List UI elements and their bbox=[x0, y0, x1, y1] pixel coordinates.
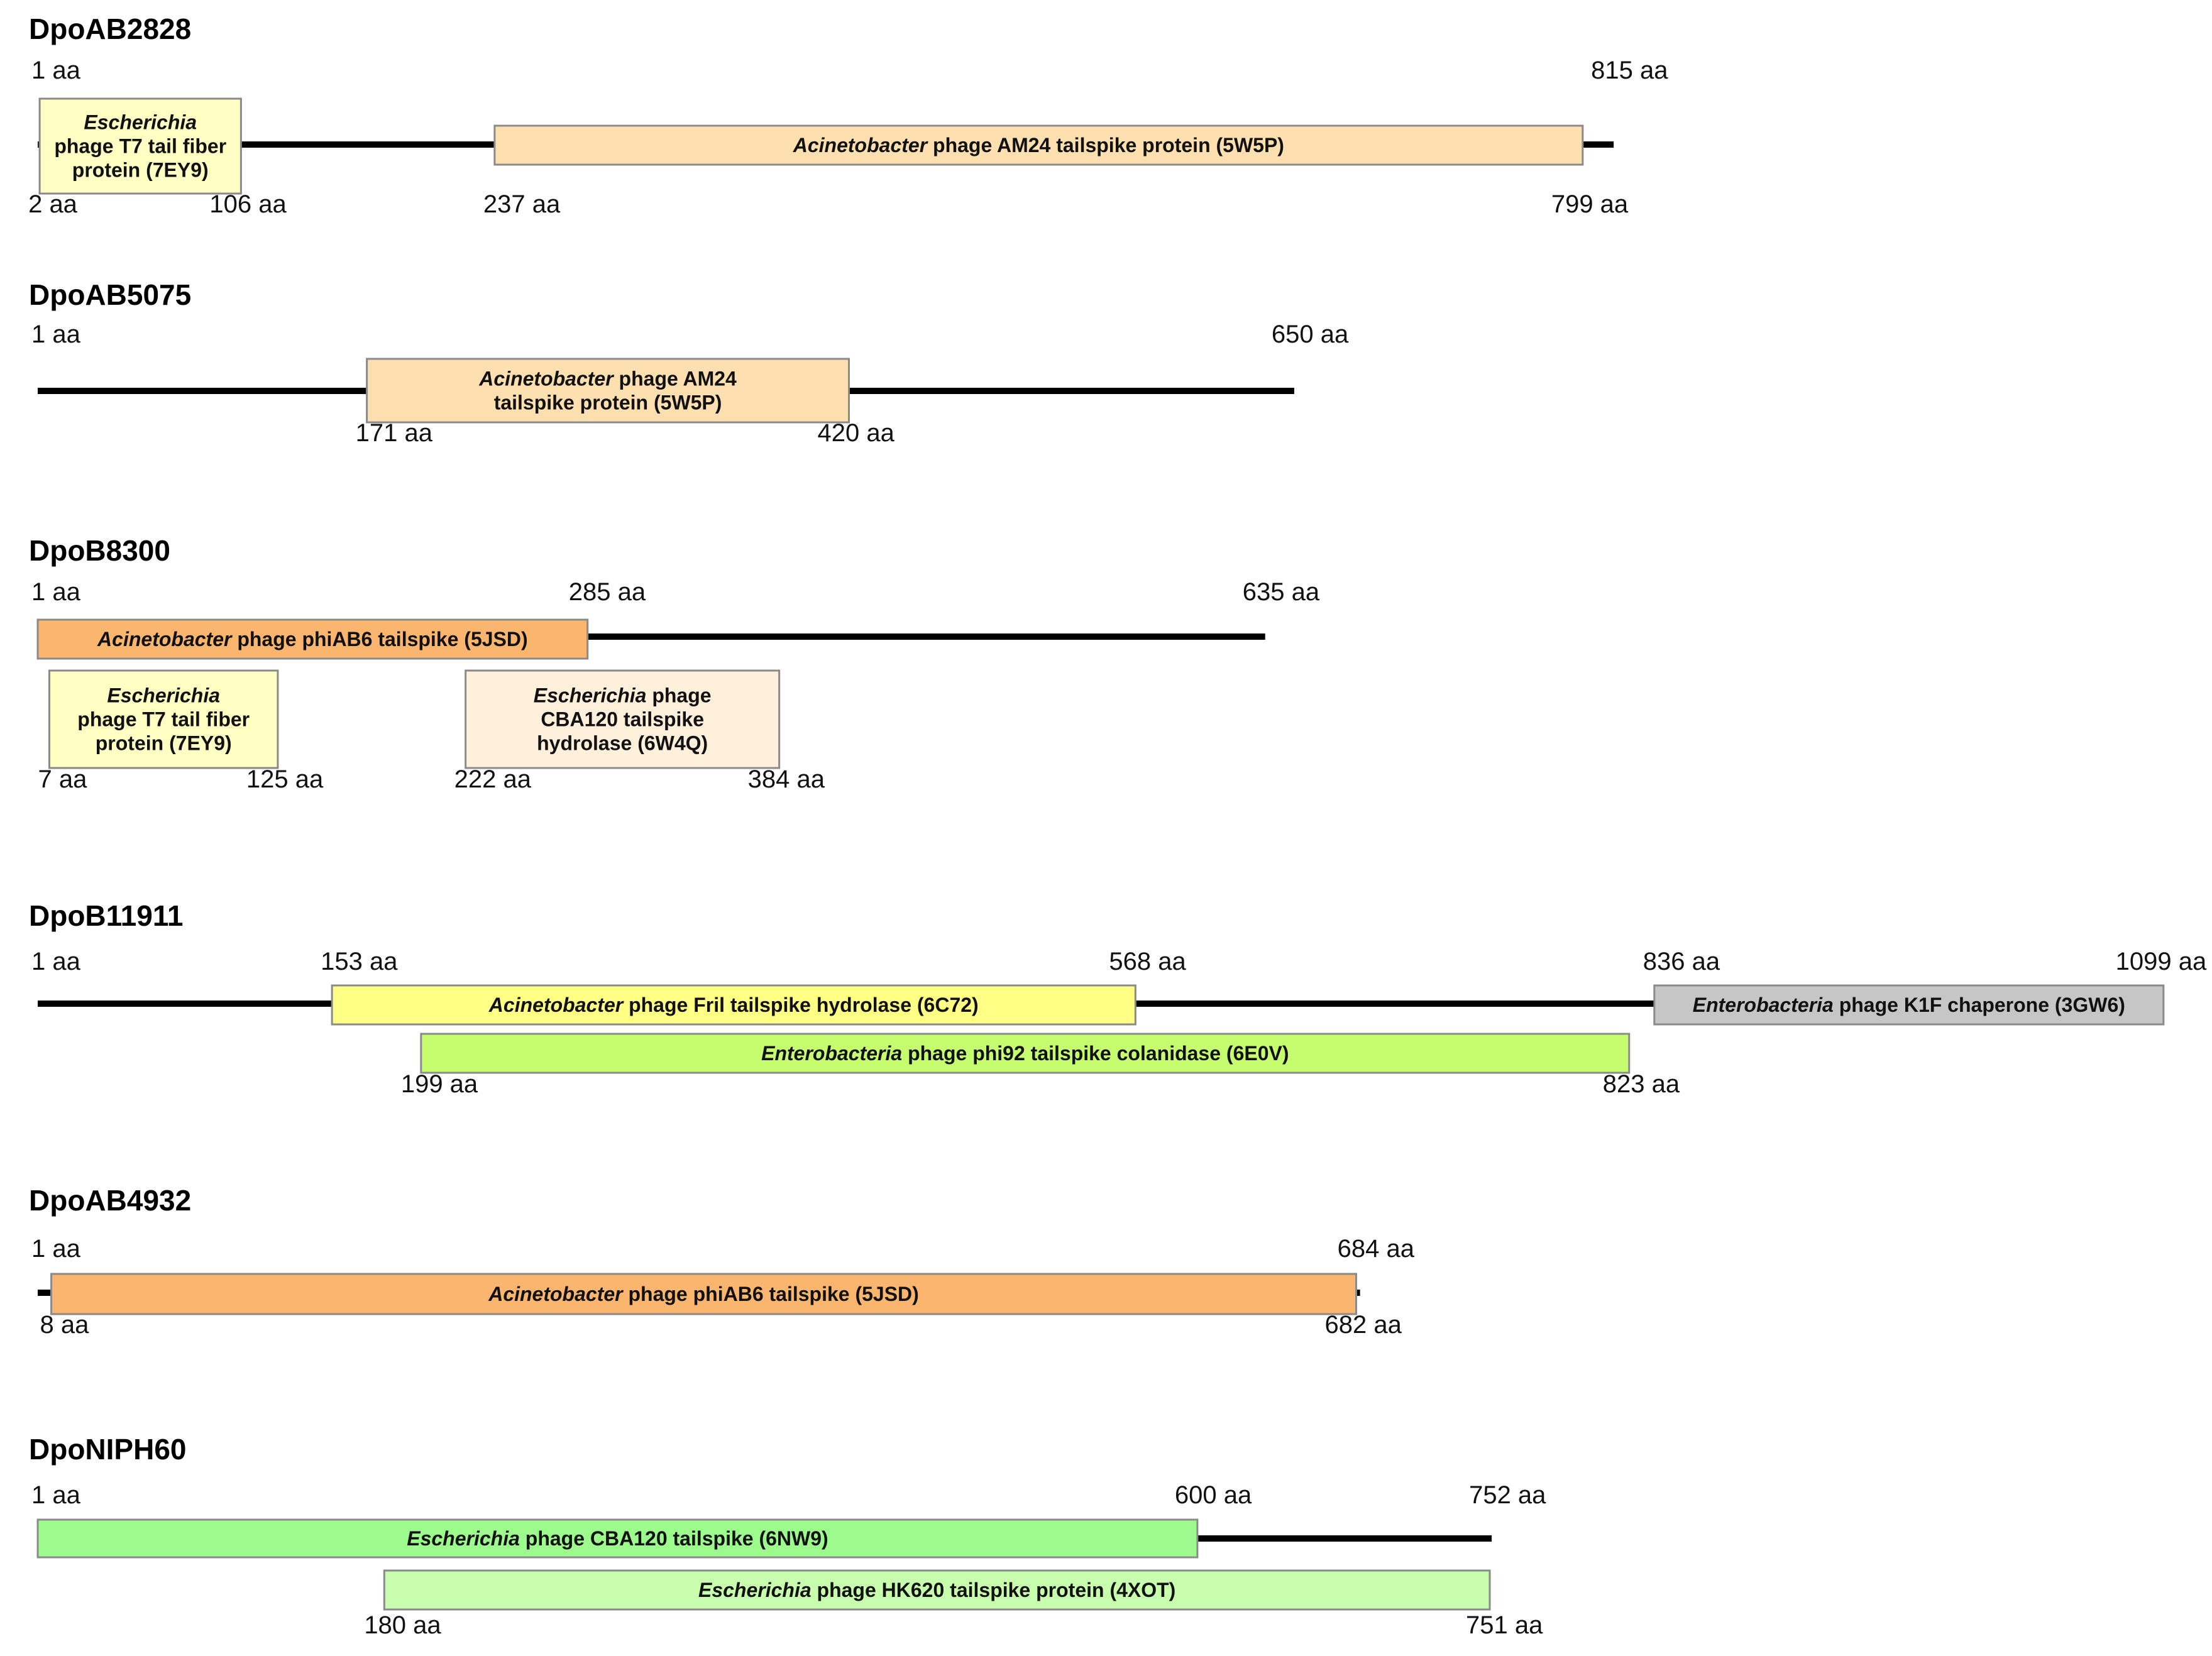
domain-start-label: 153 aa bbox=[321, 948, 398, 975]
domain-label: Enterobacteria phage K1F chaperone (3GW6… bbox=[1693, 994, 2125, 1016]
domain-box bbox=[50, 1273, 1357, 1315]
protein-track: DpoB11911 1 aa 1099 aa Acinetobacter phage … bbox=[29, 899, 2207, 1098]
protein-name: DpoB8300 bbox=[29, 534, 170, 567]
domain-start-label: 222 aa bbox=[454, 765, 532, 793]
domain-label: Escherichia phage CBA120 tailspike (6NW9… bbox=[407, 1527, 828, 1550]
protein-track: DpoAB4932 1 aa 684 aa Acinetobacter phage p… bbox=[29, 1184, 1415, 1339]
domain-end-label: 682 aa bbox=[1324, 1311, 1402, 1339]
protein-track: DpoB8300 1 aa 635 aa Acinetobacter phage ph… bbox=[29, 534, 1320, 793]
end-residue-label: 752 aa bbox=[1469, 1481, 1546, 1509]
end-residue-label: 815 aa bbox=[1591, 57, 1668, 84]
protein-name: DpoAB2828 bbox=[29, 13, 191, 45]
domain-label: tailspike protein (5W5P) bbox=[494, 392, 722, 414]
domain-block: Acinetobacter phage phiAB6 tailspike (5J… bbox=[36, 578, 646, 660]
domain-box bbox=[331, 984, 1136, 1026]
domain-block: Acinetobacter phage AM24 tailspike prote… bbox=[483, 124, 1629, 218]
domain-label: hydrolase (6W4Q) bbox=[537, 732, 708, 755]
domain-box bbox=[420, 1033, 1631, 1074]
domain-box bbox=[1653, 984, 2165, 1026]
protein-name: DpoB11911 bbox=[29, 899, 183, 932]
domain-start-label: 180 aa bbox=[364, 1611, 441, 1639]
domain-end-label: 799 aa bbox=[1551, 190, 1629, 218]
domain-end-label: 384 aa bbox=[748, 765, 825, 793]
domain-label: protein (7EY9) bbox=[72, 159, 209, 182]
domain-end-label: 125 aa bbox=[246, 765, 324, 793]
start-residue-label: 1 aa bbox=[31, 578, 81, 606]
domain-block: Escherichia phage CBA120 tailspike (6NW9… bbox=[36, 1481, 1252, 1559]
domain-start-label: 7 aa bbox=[38, 765, 87, 793]
protein-track: DpoAB5075 1 aa 650 aa Acinetobacter phage A… bbox=[29, 278, 1349, 447]
domain-box bbox=[383, 1569, 1491, 1611]
domain-box bbox=[48, 669, 279, 769]
domain-label: phage T7 tail fiber bbox=[54, 135, 226, 158]
domain-box bbox=[36, 1518, 1199, 1559]
domain-block: Escherichia phage HK620 tailspike protei… bbox=[364, 1569, 1543, 1639]
protein-name: DpoNIPH60 bbox=[29, 1433, 186, 1466]
domain-box bbox=[36, 618, 589, 660]
start-residue-label: 1 aa bbox=[31, 948, 81, 975]
domain-label: Acinetobacter phage Fril tailspike hydro… bbox=[488, 994, 979, 1016]
domain-label: Escherichia bbox=[84, 111, 197, 134]
domain-box bbox=[493, 124, 1584, 166]
end-residue-label: 684 aa bbox=[1338, 1235, 1415, 1263]
domain-block: Enterobacteria phage phi92 tailspike col… bbox=[401, 1033, 1680, 1098]
domain-start-label: 2 aa bbox=[28, 190, 78, 218]
domain-end-label: 600 aa bbox=[1175, 1481, 1252, 1509]
domain-end-label: 568 aa bbox=[1109, 948, 1186, 975]
start-residue-label: 1 aa bbox=[31, 321, 81, 348]
domain-start-label: 237 aa bbox=[483, 190, 561, 218]
domain-label: Acinetobacter phage phiAB6 tailspike (5J… bbox=[97, 628, 528, 650]
start-residue-label: 1 aa bbox=[31, 57, 81, 84]
start-residue-label: 1 aa bbox=[31, 1235, 81, 1263]
domain-end-label: 285 aa bbox=[569, 578, 646, 606]
domain-label: Escherichia bbox=[107, 684, 220, 707]
domain-start-label: 199 aa bbox=[401, 1070, 478, 1098]
domain-start-label: 8 aa bbox=[40, 1311, 90, 1339]
domain-start-label: 836 aa bbox=[1643, 948, 1720, 975]
domain-block: Enterobacteria phage K1F chaperone (3GW6… bbox=[1643, 948, 2165, 1026]
domain-label: phage T7 tail fiber bbox=[77, 708, 250, 731]
domain-label: Acinetobacter phage AM24 bbox=[478, 368, 737, 390]
domain-box bbox=[465, 669, 781, 769]
end-residue-label: 1099 aa bbox=[2116, 948, 2207, 975]
domain-box bbox=[366, 358, 850, 424]
start-residue-label: 1 aa bbox=[31, 1481, 81, 1509]
domain-label: CBA120 tailspike bbox=[541, 708, 704, 731]
domain-label: Enterobacteria phage phi92 tailspike col… bbox=[761, 1042, 1289, 1065]
domain-label: Acinetobacter phage AM24 tailspike prote… bbox=[793, 134, 1284, 156]
domain-start-label: 171 aa bbox=[356, 419, 433, 447]
domain-label: Acinetobacter phage phiAB6 tailspike (5J… bbox=[488, 1283, 919, 1305]
domain-block: Acinetobacter phage phiAB6 tailspike (5J… bbox=[40, 1273, 1402, 1339]
domain-end-label: 823 aa bbox=[1603, 1070, 1680, 1098]
protein-name: DpoAB4932 bbox=[29, 1184, 191, 1217]
end-residue-label: 635 aa bbox=[1243, 578, 1320, 606]
domain-label: Escherichia phage HK620 tailspike protei… bbox=[698, 1579, 1175, 1601]
protein-name: DpoAB5075 bbox=[29, 278, 191, 311]
end-residue-label: 650 aa bbox=[1272, 321, 1349, 348]
domain-end-label: 751 aa bbox=[1466, 1611, 1543, 1639]
domain-end-label: 420 aa bbox=[818, 419, 895, 447]
domain-block: Acinetobacter phage Fril tailspike hydro… bbox=[321, 948, 1186, 1026]
domain-box bbox=[38, 97, 242, 195]
domain-end-label: 106 aa bbox=[209, 190, 287, 218]
domain-label: protein (7EY9) bbox=[96, 732, 232, 755]
domain-label: Escherichia phage bbox=[534, 684, 712, 707]
protein-track: DpoNIPH60 1 aa 752 aa Escherichia phage CBA… bbox=[29, 1433, 1546, 1639]
